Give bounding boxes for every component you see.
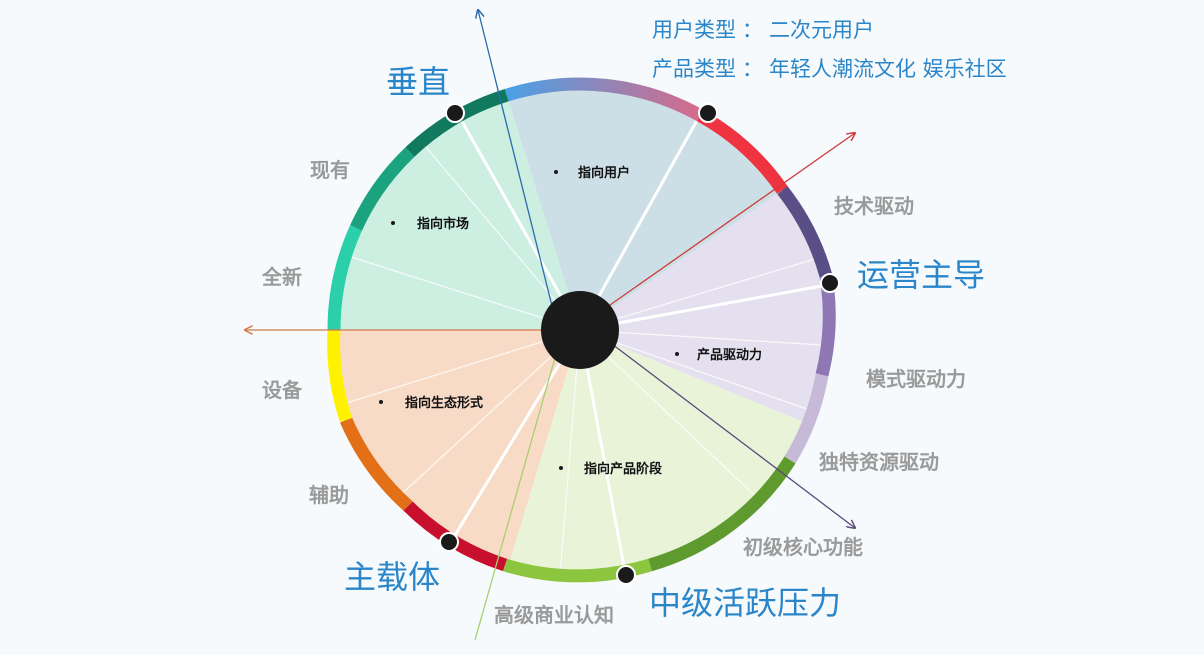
grid-line	[579, 329, 771, 511]
label-unique-resource: 独特资源驱动	[819, 450, 939, 474]
grid-line	[419, 139, 581, 331]
product-type-label: 产品类型	[652, 57, 736, 81]
ops-axis-arrow	[609, 133, 855, 306]
grid-line	[579, 329, 823, 346]
label-auxiliary: 辅助	[309, 483, 349, 507]
ring-green-light	[503, 558, 652, 583]
divider-line	[578, 329, 627, 573]
bullet	[391, 221, 395, 225]
center-hub	[541, 291, 619, 369]
bullet	[554, 170, 558, 174]
grid-line	[579, 329, 811, 411]
grid-line	[559, 329, 581, 575]
lower-right-axis-arrow	[599, 334, 855, 528]
label-existing: 现有	[310, 158, 350, 182]
marker-dot	[439, 532, 459, 552]
user-type-separator: ：	[742, 18, 763, 42]
bullet	[559, 466, 563, 470]
bullet	[379, 400, 383, 404]
ring-darkpurple	[777, 186, 833, 278]
marker-dot	[445, 103, 465, 123]
ring-teal	[350, 147, 415, 231]
sector-bullets	[379, 170, 679, 470]
ring-top	[504, 77, 704, 122]
divider-line	[450, 329, 582, 541]
label-device: 设备	[262, 378, 303, 402]
label-vertical: 垂直	[386, 63, 450, 101]
label-tech-driven: 技术驱动	[834, 194, 914, 218]
label-main-carrier: 主载体	[344, 558, 440, 596]
divider-line	[457, 115, 582, 331]
vertical-axis-arrow	[478, 10, 559, 331]
label-ops-led: 运营主导	[857, 256, 985, 294]
label-mode-driven: 模式驱动力	[866, 367, 966, 391]
label-high-business: 高级商业认知	[494, 603, 614, 627]
bullet	[675, 352, 679, 356]
sector-grid-lines	[339, 139, 823, 575]
sector-label-product: 产品驱动力	[697, 347, 762, 363]
ring-lilac	[784, 373, 829, 464]
user-type-label: 用户类型	[652, 18, 736, 42]
ring-orange	[340, 417, 413, 511]
sector-label-eco: 指向生态形式	[405, 395, 483, 411]
sector-user	[506, 84, 783, 330]
sector-label-user: 指向用户	[578, 165, 630, 181]
marker-dot	[820, 273, 840, 293]
ring-green-dark	[648, 456, 796, 572]
label-core-function: 初级核心功能	[743, 535, 863, 559]
product-type-value: 年轻人潮流文化 娱乐社区	[769, 57, 1007, 81]
sector-divider-lines	[450, 114, 828, 573]
sector-eco	[334, 330, 580, 566]
grid-line	[579, 257, 819, 331]
grid-line	[339, 329, 581, 406]
label-brand-new: 全新	[261, 265, 302, 289]
grid-line	[344, 254, 581, 331]
ring-markers	[439, 103, 840, 585]
divider-line	[578, 114, 702, 331]
label-mid-active: 中级活跃压力	[649, 584, 841, 622]
ring-yellow	[327, 329, 353, 423]
product-type-separator: ：	[742, 57, 763, 81]
divider-line	[579, 283, 828, 332]
ring-teal-light	[327, 225, 362, 331]
sector-label-stage: 指向产品阶段	[584, 461, 662, 477]
product-type-line: 产品类型：年轻人潮流文化 娱乐社区	[652, 53, 1007, 83]
user-type-line: 用户类型：二次元用户	[652, 14, 874, 44]
grid-line	[394, 329, 581, 501]
marker-dot	[616, 565, 636, 585]
sector-stage	[508, 330, 808, 577]
marker-dot	[698, 103, 718, 123]
sector-label-market: 指向市场	[417, 216, 469, 232]
lower-axis-line	[474, 339, 561, 641]
user-type-value: 二次元用户	[769, 18, 874, 42]
